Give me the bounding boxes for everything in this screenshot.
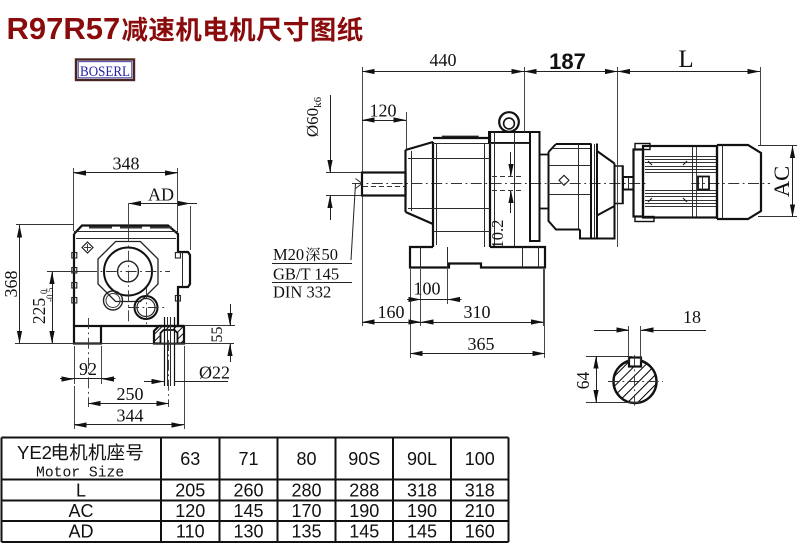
svg-text:55: 55: [209, 327, 226, 343]
svg-text:10.2: 10.2: [488, 220, 507, 249]
svg-text:64: 64: [573, 372, 593, 390]
svg-text:135: 135: [291, 522, 321, 542]
svg-text:71: 71: [238, 449, 258, 469]
svg-text:DIN 332: DIN 332: [273, 283, 331, 302]
svg-text:100: 100: [414, 279, 441, 299]
svg-text:120: 120: [175, 501, 205, 521]
svg-text:L: L: [76, 481, 86, 501]
svg-text:440: 440: [430, 50, 457, 70]
svg-text:AD: AD: [68, 522, 93, 542]
svg-text:18: 18: [683, 307, 701, 327]
svg-text:145: 145: [407, 522, 437, 542]
svg-text:190: 190: [407, 501, 437, 521]
svg-text:Motor Size: Motor Size: [36, 466, 124, 482]
svg-text:260: 260: [233, 481, 263, 501]
svg-text:280: 280: [291, 481, 321, 501]
svg-text:210: 210: [465, 501, 495, 521]
svg-text:190: 190: [349, 501, 379, 521]
svg-text:90L: 90L: [407, 449, 437, 469]
svg-text:288: 288: [349, 481, 379, 501]
svg-text:YE2: YE2: [17, 442, 52, 463]
svg-text:AD: AD: [148, 185, 174, 205]
svg-text:225: 225: [29, 298, 49, 325]
svg-text:BOSERL: BOSERL: [80, 64, 130, 80]
svg-text:Ø22: Ø22: [199, 363, 230, 383]
svg-text:368: 368: [1, 271, 21, 298]
svg-text:110: 110: [176, 522, 205, 542]
svg-text:100: 100: [465, 449, 495, 469]
svg-text:80: 80: [296, 449, 316, 469]
svg-text:250: 250: [117, 384, 144, 404]
svg-text:365: 365: [468, 334, 495, 354]
svg-text:344: 344: [117, 406, 144, 426]
svg-text:145: 145: [349, 522, 379, 542]
svg-text:L: L: [678, 46, 693, 73]
svg-text:120: 120: [370, 101, 397, 121]
svg-text:318: 318: [465, 481, 495, 501]
svg-text:92: 92: [79, 359, 97, 379]
svg-text:130: 130: [233, 522, 263, 542]
svg-text:348: 348: [113, 154, 140, 174]
svg-text:145: 145: [233, 501, 263, 521]
svg-text:160: 160: [378, 302, 405, 322]
svg-text:R97R57: R97R57: [7, 11, 121, 46]
svg-text:63: 63: [180, 449, 200, 469]
svg-text:0: 0: [39, 289, 49, 294]
svg-text:205: 205: [175, 481, 205, 501]
svg-text:170: 170: [291, 501, 321, 521]
svg-text:M20: M20: [273, 245, 304, 264]
svg-text:50: 50: [322, 245, 339, 264]
svg-text:187: 187: [549, 49, 586, 74]
svg-text:GB/T 145: GB/T 145: [273, 265, 339, 284]
svg-text:310: 310: [464, 302, 491, 322]
svg-text:160: 160: [465, 522, 495, 542]
svg-text:318: 318: [407, 481, 437, 501]
svg-text:AC: AC: [769, 166, 794, 197]
svg-text:90S: 90S: [348, 449, 380, 469]
svg-text:AC: AC: [68, 501, 93, 521]
svg-text:-0.5: -0.5: [45, 287, 55, 302]
